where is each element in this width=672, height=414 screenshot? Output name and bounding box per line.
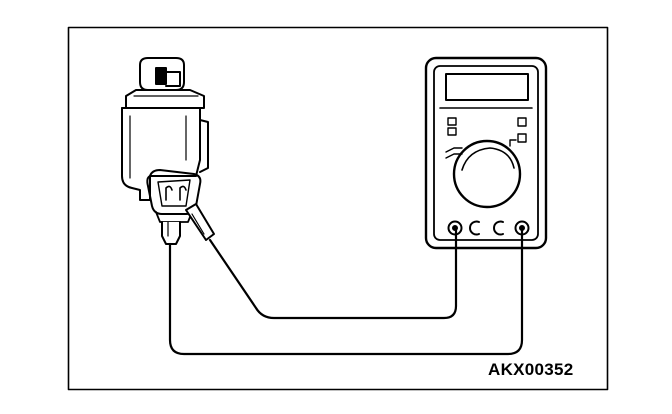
figure-border [67, 26, 609, 391]
test-leads [168, 226, 524, 356]
multimeter-dial-inner [461, 147, 515, 171]
multimeter-outer-case [424, 56, 548, 250]
mm-button-1 [447, 117, 457, 126]
mm-button-4 [517, 133, 527, 143]
lead-left [168, 226, 524, 356]
mm-button-3 [517, 117, 527, 127]
mm-jack-3 [493, 220, 504, 236]
mm-jack-1 [447, 220, 463, 236]
valve-top-port-slot [155, 67, 167, 85]
multimeter [424, 56, 548, 250]
probe-right [185, 203, 215, 241]
valve-shoulder [125, 89, 205, 109]
figure-reference-code: AKX00352 [488, 360, 574, 379]
multimeter-dial [452, 139, 522, 209]
connector-pin-right [179, 185, 187, 201]
probe-left [161, 221, 181, 245]
lead-right [208, 226, 458, 320]
valve-bracket [199, 119, 209, 173]
multimeter-display [445, 73, 529, 101]
mm-jack-2 [469, 220, 480, 236]
connector-pin-left [165, 185, 173, 201]
test-probes [161, 203, 215, 245]
multimeter-inner-panel [433, 65, 539, 241]
solenoid-valve [121, 57, 209, 223]
valve-body [121, 107, 201, 201]
mm-jack-4 [514, 220, 530, 236]
mm-button-2 [447, 127, 457, 136]
